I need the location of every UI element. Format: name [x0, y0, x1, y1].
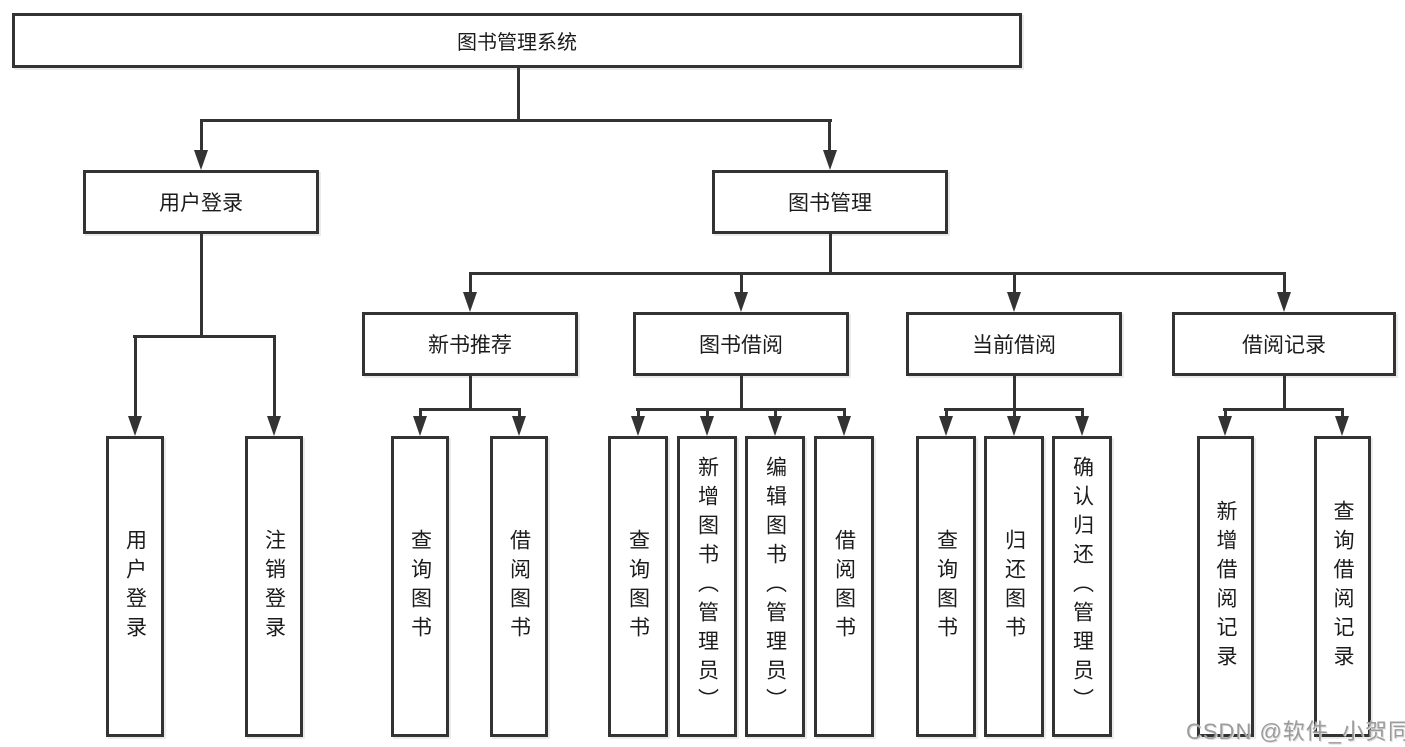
connector-drop-book-mgmt	[828, 119, 831, 152]
connector-root-bar	[200, 119, 832, 122]
arrowhead-g1-leaf0-icon	[413, 416, 427, 436]
connector-g1-drop-0	[419, 408, 422, 418]
connector-g2-drop-1	[706, 408, 709, 418]
connector-g3-drop-2	[1081, 408, 1084, 418]
connector-root-stem	[517, 67, 520, 121]
leaf-borrow-book-1: 借阅图书	[490, 436, 548, 737]
connector-g4-drop-0	[1224, 408, 1227, 418]
connector-g1-drop-1	[518, 408, 521, 418]
connector-g4-bar	[1223, 408, 1343, 411]
node-current-borrow: 当前借阅	[906, 312, 1122, 376]
arrowhead-new-book-rec-icon	[463, 292, 477, 312]
watermark: CSDN @软件_小贺同学	[1186, 719, 1405, 744]
connector-g1-bar	[419, 408, 521, 411]
leaf-logout: 注销登录	[245, 436, 303, 737]
leaf-return-book: 归还图书	[984, 436, 1044, 737]
node-new-book-recommend: 新书推荐	[362, 312, 578, 376]
connector-g3-stem	[1013, 375, 1016, 411]
leaf-add-borrow-record: 新增借阅记录	[1197, 436, 1254, 737]
arrowhead-g2-leaf0-icon	[631, 416, 645, 436]
leaf-query-book-3: 查询图书	[916, 436, 976, 737]
arrowhead-g2-leaf1-icon	[700, 416, 714, 436]
connector-g3-drop-0	[945, 408, 948, 418]
arrowhead-book-borrow-icon	[734, 292, 748, 312]
arrowhead-book-mgmt-icon	[823, 150, 837, 170]
connector-drop-borrow-record	[1283, 272, 1286, 294]
connector-drop-leaf-logout	[273, 335, 276, 418]
connector-g4-drop-1	[1341, 408, 1344, 418]
arrowhead-current-borrow-icon	[1007, 292, 1021, 312]
leaf-confirm-return-admin: 确认归还（管理员）	[1052, 436, 1112, 737]
connector-g2-drop-3	[843, 408, 846, 418]
arrowhead-g4-leaf0-icon	[1218, 416, 1232, 436]
arrowhead-g4-leaf1-icon	[1335, 416, 1349, 436]
arrowhead-leaf-logout-icon	[267, 416, 281, 436]
connector-drop-current-borrow	[1013, 272, 1016, 294]
leaf-add-book-admin: 新增图书（管理员）	[677, 436, 737, 737]
connector-g2-drop-2	[774, 408, 777, 418]
arrowhead-g3-leaf1-icon	[1007, 416, 1021, 436]
connector-g1-stem	[469, 375, 472, 411]
connector-g2-stem	[740, 375, 743, 411]
leaf-query-book-1: 查询图书	[391, 436, 449, 737]
node-user-login: 用户登录	[83, 170, 319, 234]
node-borrow-record: 借阅记录	[1172, 312, 1396, 376]
leaf-edit-book-admin: 编辑图书（管理员）	[745, 436, 805, 737]
arrowhead-leaf-login-icon	[128, 416, 142, 436]
node-book-borrow: 图书借阅	[633, 312, 849, 376]
connector-g2-bar	[636, 408, 845, 411]
connector-drop-new-book-rec	[469, 272, 472, 294]
arrowhead-g1-leaf1-icon	[512, 416, 526, 436]
connector-book-mgmt-stem	[829, 233, 832, 275]
arrowhead-user-login-icon	[194, 150, 208, 170]
arrowhead-g2-leaf2-icon	[768, 416, 782, 436]
leaf-user-login: 用户登录	[106, 436, 164, 737]
node-library-management-system: 图书管理系统	[12, 13, 1022, 68]
connector-user-login-bar	[133, 335, 276, 338]
arrowhead-g3-leaf2-icon	[1075, 416, 1089, 436]
connector-drop-book-borrow	[740, 272, 743, 294]
connector-g4-stem	[1283, 375, 1286, 411]
connector-g2-drop-0	[637, 408, 640, 418]
connector-g3-drop-1	[1013, 408, 1016, 418]
arrowhead-borrow-record-icon	[1277, 292, 1291, 312]
arrowhead-g3-leaf0-icon	[939, 416, 953, 436]
node-book-mgmt: 图书管理	[712, 170, 948, 234]
connector-user-login-stem	[200, 233, 203, 337]
connector-drop-leaf-login	[134, 335, 137, 418]
connector-drop-user-login	[200, 119, 203, 152]
leaf-query-borrow-record: 查询借阅记录	[1314, 436, 1371, 737]
arrowhead-g2-leaf3-icon	[837, 416, 851, 436]
leaf-query-book-2: 查询图书	[608, 436, 668, 737]
connector-book-mgmt-bar	[469, 272, 1286, 275]
leaf-borrow-book-2: 借阅图书	[814, 436, 874, 737]
